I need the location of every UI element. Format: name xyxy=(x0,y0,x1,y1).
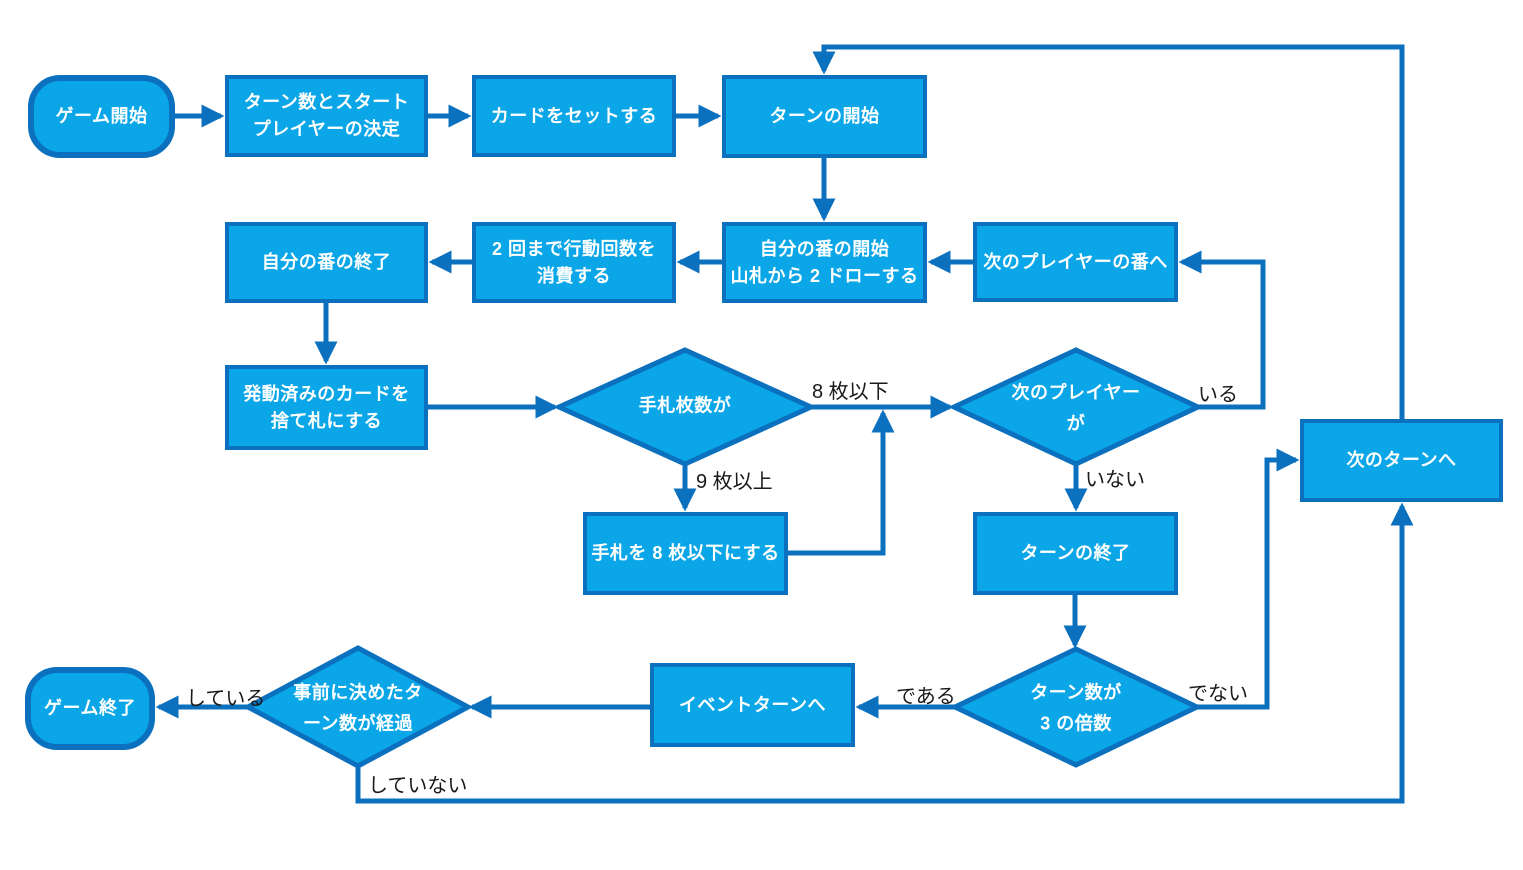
decision-next-player-exists-shape xyxy=(948,347,1204,467)
node-event-turn-label: イベントターンへ xyxy=(678,694,827,715)
decision-turn-multiple3-label: ターン数が 3 の倍数 xyxy=(1030,682,1122,733)
edge-label-elapsed: している xyxy=(186,688,266,710)
decision-next-player-exists-label: 次のプレイヤー が xyxy=(1011,382,1141,433)
node-turn-end: ターンの終了 xyxy=(973,512,1178,595)
node-decide-turns-label: ターン数とスタート プレイヤーの決定 xyxy=(243,92,410,139)
node-my-turn-start: 自分の番の開始 山札から 2 ドローする xyxy=(722,222,927,303)
node-next-turn-label: 次のターンへ xyxy=(1346,450,1457,470)
node-consume-actions-label: 2 回まで行動回数を 消費する xyxy=(491,238,656,286)
node-discard-used-label: 発動済みのカードを 捨て札にする xyxy=(243,383,410,431)
node-next-player-turn-label: 次のプレイヤーの番へ xyxy=(983,251,1168,272)
decision-hand-count-label: 手札枚数が xyxy=(638,395,732,416)
node-turn-end-label: ターンの終了 xyxy=(1020,543,1131,563)
node-event-turn: イベントターンへ xyxy=(650,663,855,747)
node-set-cards: カードをセットする xyxy=(472,75,676,157)
decision-hand-count-shape xyxy=(552,347,818,467)
node-game-start: ゲーム開始 xyxy=(28,75,175,158)
edge-label-player-not-exists: いない xyxy=(1085,469,1145,491)
node-game-end: ゲーム終了 xyxy=(25,667,155,750)
edge-nextplayerexists-to-nextplayerturn xyxy=(1178,250,1266,410)
node-next-turn: 次のターンへ xyxy=(1300,419,1503,502)
edge-label-player-exists: いる xyxy=(1198,384,1238,406)
node-turn-start-label: ターンの開始 xyxy=(769,106,880,126)
node-my-turn-start-label: 自分の番の開始 山札から 2 ドローする xyxy=(730,238,919,286)
node-discard-used: 発動済みのカードを 捨て札にする xyxy=(225,365,428,450)
edge-label-hand-8-or-less: 8 枚以下 xyxy=(812,381,889,403)
edge-multiple3-to-nextturn xyxy=(1197,448,1300,710)
node-reduce-hand-label: 手札を 8 枚以下にする xyxy=(591,543,780,563)
node-next-player-turn: 次のプレイヤーの番へ xyxy=(973,222,1178,302)
node-my-turn-end: 自分の番の終了 xyxy=(225,222,428,303)
node-my-turn-end-label: 自分の番の終了 xyxy=(261,252,392,272)
node-reduce-hand: 手札を 8 枚以下にする xyxy=(583,512,788,595)
node-set-cards-label: カードをセットする xyxy=(490,105,658,126)
decision-predetermined-turns-label: 事前に決めたタ ーン数が経過 xyxy=(293,682,423,733)
decision-turn-multiple3-shape xyxy=(949,646,1203,768)
edge-predetermined-to-nextturn-loop xyxy=(355,502,1414,804)
edge-reducehand-to-merge xyxy=(788,409,895,556)
edge-label-not-multiple: でない xyxy=(1188,683,1248,705)
decision-predetermined-turns-shape xyxy=(242,645,474,769)
node-decide-turns: ターン数とスタート プレイヤーの決定 xyxy=(225,75,428,157)
node-consume-actions: 2 回まで行動回数を 消費する xyxy=(472,222,676,303)
edge-nextturn-to-turnstart-loop xyxy=(812,44,1405,419)
edge-label-is-multiple: である xyxy=(896,686,956,708)
node-turn-start: ターンの開始 xyxy=(722,75,927,158)
node-game-start-label: ゲーム開始 xyxy=(55,106,148,126)
edge-label-not-elapsed: していない xyxy=(368,775,468,797)
node-game-end-label: ゲーム終了 xyxy=(44,698,136,718)
edge-label-hand-9-or-more: 9 枚以上 xyxy=(696,471,773,493)
